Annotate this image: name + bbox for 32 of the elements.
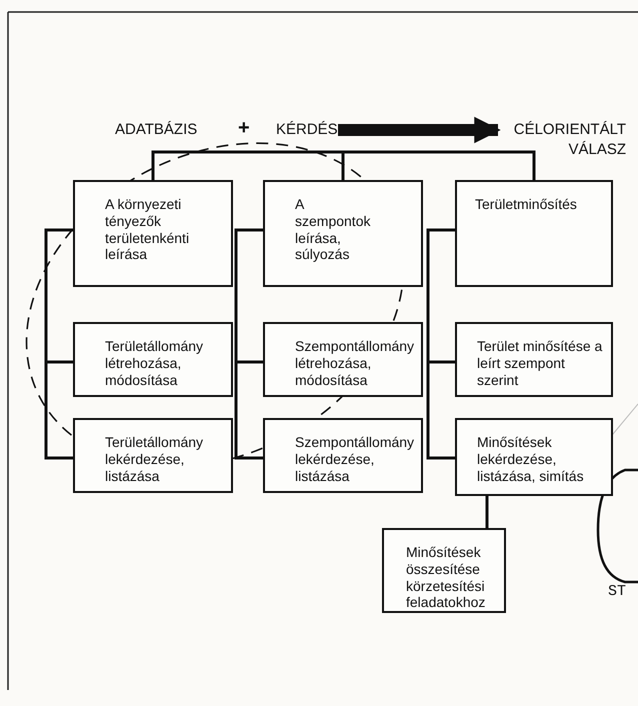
connector-line [234,228,263,460]
process-box [73,322,233,397]
heading-text: CÉLORIENTÁLT VÁLASZ [500,120,626,159]
process-box [455,322,613,397]
process-box [263,322,423,397]
cut-off-text: ST [608,583,626,600]
process-box [73,180,233,287]
box-text: Szempontállomány létrehozása, módosítása [295,338,413,388]
process-box [263,180,423,287]
process-box [73,418,233,493]
connector-line [44,228,73,460]
box-text: Terület minősítése a leírt szempont szerint [477,338,603,388]
box-text: A környezeti tényezők területenkénti leírása [105,196,190,264]
process-box [382,528,506,613]
block-arrow [338,116,501,144]
box-text: Minősítések lekérdezése, listázása, simítás [477,434,585,484]
heading-text: ADATBÁZIS [115,120,198,140]
process-box [455,180,613,287]
connector-line [486,496,488,528]
connector-line [342,150,536,180]
box-text: Szempontállomány lekérdezése, listázása [295,434,413,484]
plus-sign: + [238,117,250,140]
box-text: Területminősítés [475,196,578,213]
connector-line [152,150,344,180]
box-text: Minősítések összesítése körzetesítési feladatokhoz [406,544,486,612]
box-text: A szempontok leírása, súlyozás [295,196,371,264]
process-box [263,418,423,493]
box-text: Területállomány létrehozása, módosítása [105,338,204,388]
process-box [455,418,613,496]
connector-line [426,228,455,460]
box-text: Területállomány lekérdezése, listázása [105,434,204,484]
heading-text: KÉRDÉS [276,120,338,140]
